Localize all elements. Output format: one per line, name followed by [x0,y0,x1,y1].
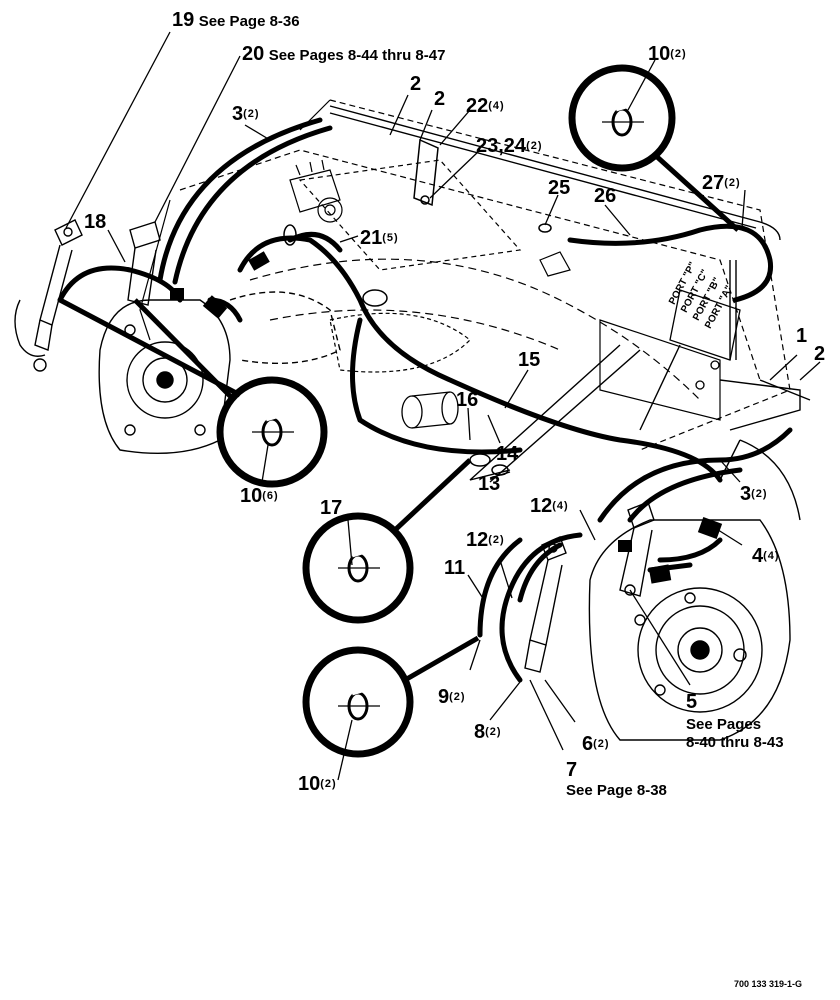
callout-1: 1 [796,325,808,347]
valve-block [289,159,343,223]
drawing-number: 700 133 319-1-G [734,979,803,989]
callout-17: 17 [320,497,343,519]
callout-13: 13 [478,473,501,495]
callout-23-24: 23,24(2) [476,135,543,157]
callout-27: 27(2) [702,172,741,194]
callout-18: 18 [84,211,107,233]
hose-fittings [170,251,723,584]
callout-9: 9(2) [438,686,466,708]
callout-5: 5 See Pages 8-40 thru 8-43 [686,691,784,751]
callout-10-bottom: 10(2) [298,773,337,795]
callout-26: 26 [594,185,617,207]
callout-3-right: 3(2) [740,483,768,505]
callout-14: 14 [496,443,519,465]
callout-19: 19 See Page 8-36 [172,9,300,31]
callout-15: 15 [518,349,541,371]
callout-22: 22(4) [466,95,505,117]
frame-outline [139,99,791,451]
detail-connectors [58,153,740,683]
callout-2-b: 2 [434,88,446,110]
right-cylinder [524,501,655,673]
callout-6: 6(2) [582,733,610,755]
callout-8: 8(2) [474,721,502,743]
center-motor [401,391,459,429]
callout-3-top: 3(2) [232,103,260,125]
callout-2-a: 2 [410,73,422,95]
left-cylinder [14,219,161,372]
callout-11: 11 [444,557,466,579]
callout-4: 4(4) [752,545,780,567]
callout-12-right: 12(4) [530,495,569,517]
port-block [669,289,741,390]
callout-2-c: 2 [814,343,826,365]
leader-lines [65,31,821,781]
callout-7: 7 See Page 8-38 [566,759,667,799]
callout-10-left: 10(6) [240,485,279,507]
callout-20: 20 See Pages 8-44 thru 8-47 [242,43,446,65]
callout-12-left: 12(2) [466,529,505,551]
steel-tubes [329,105,811,483]
callout-10-top: 10(2) [648,43,687,65]
callout-25: 25 [548,177,571,199]
callout-21: 21(5) [360,227,399,249]
detail-circles [216,64,676,758]
callout-16: 16 [456,389,479,411]
right-gearbox-housing [588,439,801,741]
